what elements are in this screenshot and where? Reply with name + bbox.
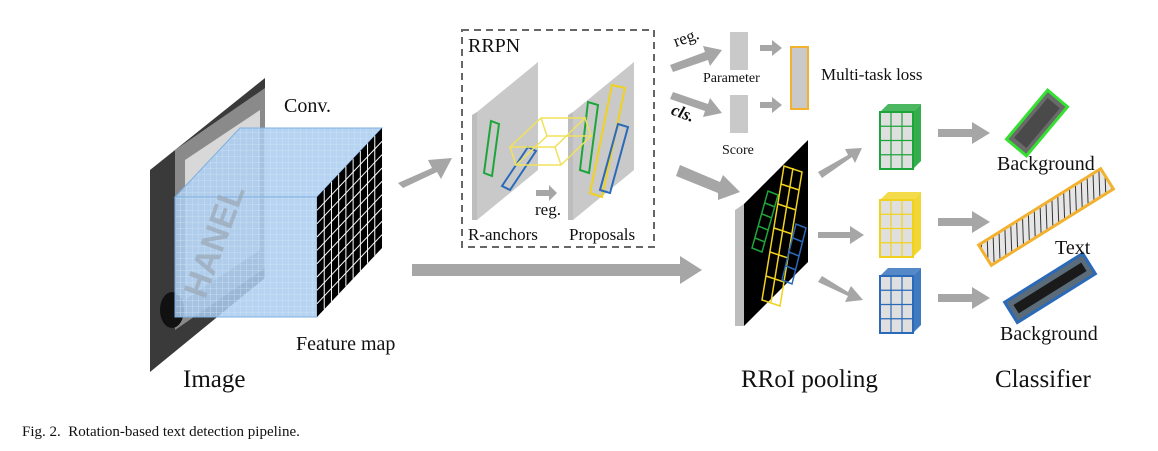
rrpn-label: RRPN (468, 35, 521, 57)
rrpn-box (461, 29, 655, 248)
arrow-to-background-top (938, 122, 990, 144)
parameter-label: Parameter (703, 71, 760, 86)
image-label: Image (183, 366, 246, 393)
proposals-label: Proposals (569, 225, 636, 244)
rroi-pooling-panel (735, 140, 808, 326)
caption-text: Rotation-based text detection pipeline. (68, 424, 300, 440)
figure-caption: Fig. 2. Rotation-based text detection pi… (22, 424, 300, 441)
arrow-to-background-bottom (938, 287, 990, 309)
proposal-yellow-box (588, 83, 627, 199)
proposal-green-box (578, 100, 600, 175)
crop-background-bottom (1002, 251, 1098, 325)
arrow-to-loss-bottom (760, 97, 782, 113)
arrow-to-blue-feature (818, 276, 863, 302)
rroi-panel-face (744, 140, 808, 326)
caption-figure-number: Fig. 2. (22, 424, 61, 440)
arrow-to-yellow-feature (818, 226, 864, 244)
rroi-blue-grid (781, 222, 807, 286)
inner-reg-arrow (536, 185, 557, 201)
feature-map-label: Feature map (296, 333, 396, 355)
anchor-green-box (482, 119, 501, 178)
arrow-to-score (670, 92, 722, 117)
arrow-to-text (938, 211, 990, 233)
anchor-proposal-link (508, 117, 593, 166)
arrow-to-parameter (670, 46, 722, 72)
parameter-bar (730, 32, 748, 70)
rroi-pooling-label: RRoI pooling (741, 366, 878, 393)
background-top-label: Background (997, 153, 1095, 175)
crop-text (976, 166, 1116, 268)
proposals-panel (568, 62, 634, 220)
text-label: Text (1055, 237, 1091, 259)
pooled-feature-green (879, 104, 921, 170)
pooled-features (879, 104, 921, 334)
arrow-to-loss-top (760, 40, 782, 56)
anchor-blue-box (500, 145, 538, 192)
multitask-loss-label: Multi-task loss (821, 65, 923, 84)
cube-front (174, 196, 318, 318)
arrow-to-rrpn (398, 158, 452, 188)
arrow-to-green-feature (818, 148, 862, 178)
inner-reg-label: reg. (535, 200, 561, 219)
crop-background-top (1004, 88, 1070, 158)
cube-side (317, 128, 382, 317)
anchor-panel-face (477, 62, 538, 220)
pooled-feature-yellow (879, 192, 921, 258)
proposal-blue-box (598, 122, 630, 195)
multitask-loss-box (790, 46, 809, 110)
background-bottom-label: Background (1000, 323, 1098, 345)
rroi-yellow-grid (761, 165, 803, 307)
conv-label: Conv. (284, 95, 332, 117)
r-anchors-label: R-anchors (468, 225, 538, 244)
arrow-to-rroi (676, 165, 740, 200)
arrow-feature-to-rroi (412, 256, 702, 284)
score-label: Score (722, 143, 754, 158)
classifier-label: Classifier (995, 366, 1091, 393)
rroi-green-grid (751, 189, 779, 254)
pooled-feature-blue (879, 268, 921, 334)
score-bar (730, 95, 748, 133)
r-anchors-panel (472, 62, 538, 220)
cube-side-grid (316, 135, 383, 310)
feature-map-cube: HANEL (173, 127, 384, 318)
